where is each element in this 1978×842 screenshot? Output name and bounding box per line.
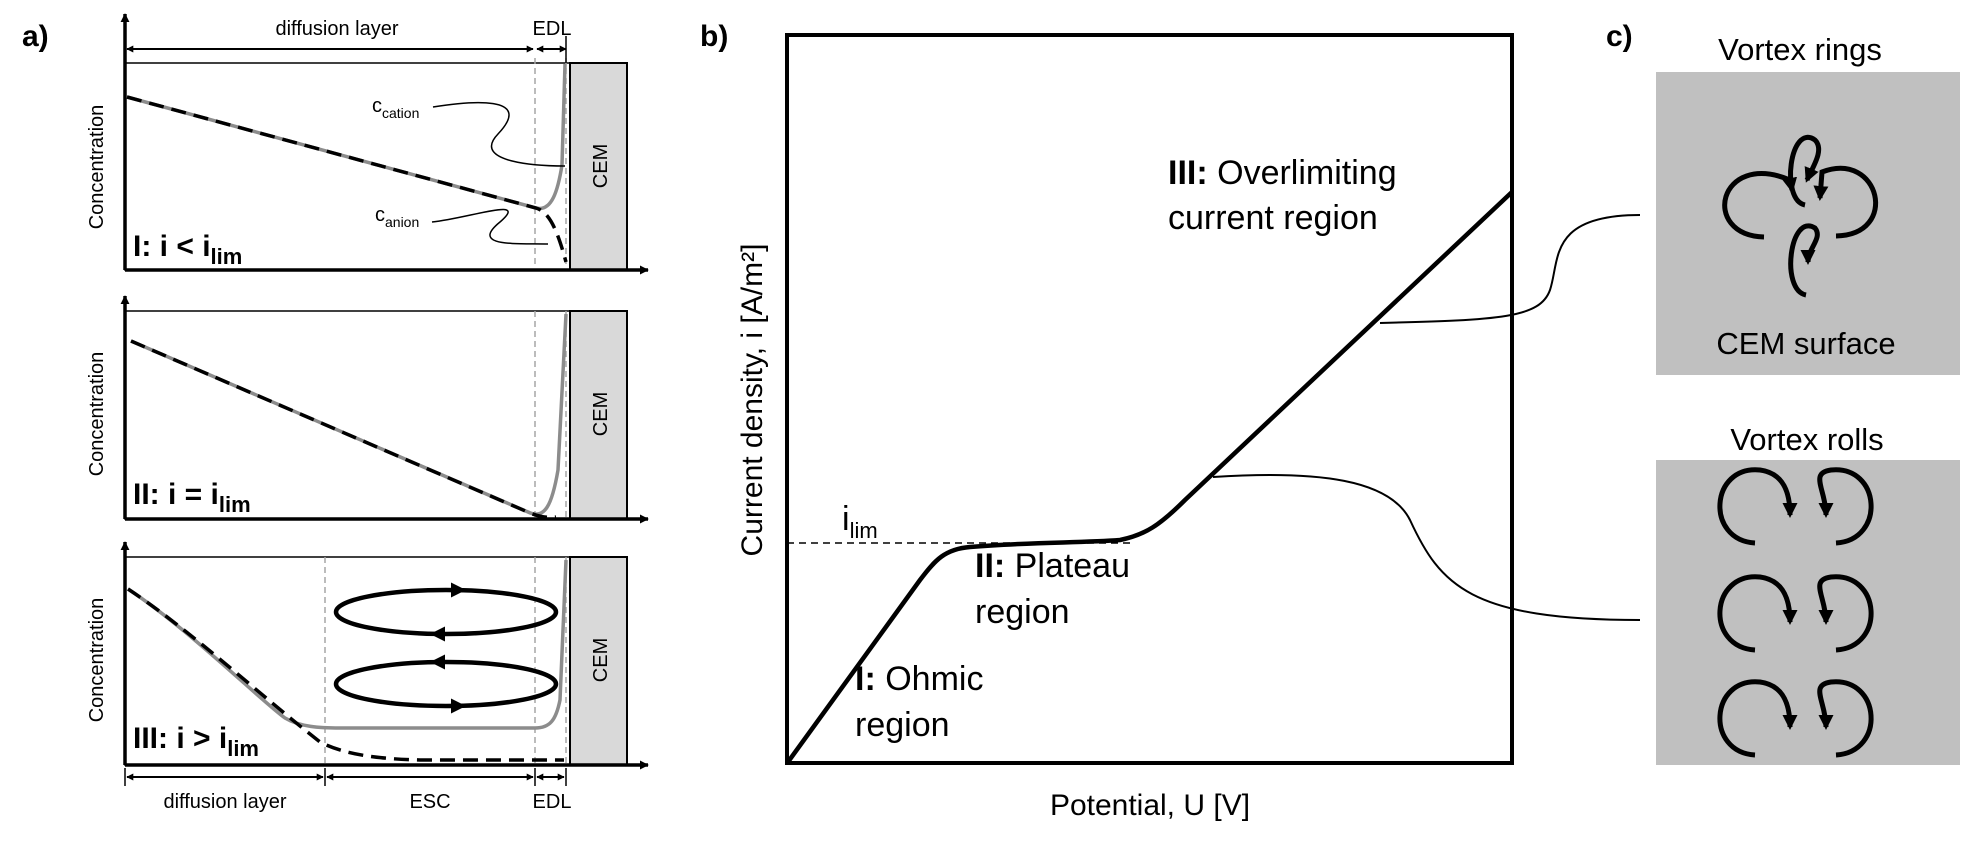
bottom-edl-label: EDL xyxy=(533,791,572,813)
top-diffusion-label: diffusion layer xyxy=(275,18,398,40)
top-edl-label: EDL xyxy=(533,18,572,40)
subpanel-case-3: CEM III: i > ilim Concentration diffusio… xyxy=(86,541,649,813)
region-1-label-line2: region xyxy=(855,706,950,744)
rings-title: Vortex rings xyxy=(1718,32,1882,67)
region-2-label: II: Plateau xyxy=(975,547,1130,585)
anion-curve xyxy=(126,95,568,263)
panel-b-letter: b) xyxy=(700,20,728,53)
panel-a-letter: a) xyxy=(22,20,49,53)
iv-curve xyxy=(786,190,1514,764)
panel-c: c) Vortex rings CEM surface Vortex rolls xyxy=(1606,20,1960,765)
cation-label: ccation xyxy=(372,95,419,121)
case-3-label: III: i > ilim xyxy=(133,722,259,761)
rolls-title: Vortex rolls xyxy=(1730,422,1883,457)
y-axis-label: Concentration xyxy=(86,352,108,477)
cem-label: CEM xyxy=(590,392,612,436)
anion-leader xyxy=(431,208,549,245)
region-3-label-line2: current region xyxy=(1168,199,1378,237)
anion-curve xyxy=(130,339,557,520)
cation-curve xyxy=(126,95,564,211)
cem-label: CEM xyxy=(590,144,612,188)
subpanel-case-1: CEM diffusion layer EDL ccation canion I… xyxy=(86,13,649,275)
region-3-label: III: Overlimiting xyxy=(1168,154,1397,192)
y-axis-label: Concentration xyxy=(86,105,108,230)
subpanel-case-2: CEM II: i = ilim Concentration xyxy=(86,295,649,524)
bottom-diffusion-label: diffusion layer xyxy=(163,791,286,813)
cation-curve xyxy=(130,313,568,516)
rolls-box xyxy=(1656,460,1960,765)
x-axis-label: Potential, U [V] xyxy=(1050,789,1250,822)
panel-c-letter: c) xyxy=(1606,20,1633,53)
cation-curve-edl xyxy=(560,63,567,166)
region-2-label-line2: region xyxy=(975,593,1070,631)
case-1-label: I: i < ilim xyxy=(133,230,242,269)
bottom-esc-label: ESC xyxy=(409,791,450,813)
ilim-label: ilim xyxy=(842,500,878,543)
vortex-loop-upper xyxy=(333,587,559,637)
cem-membrane xyxy=(569,556,628,766)
y-axis-label: Current density, i [A/m²] xyxy=(736,244,769,557)
vortex-rolls-icon xyxy=(1717,467,1874,758)
y-axis-label: Concentration xyxy=(86,598,108,723)
panel-b: b) ilim I: Ohmic region II: Plateau regi… xyxy=(700,20,1641,822)
region-1-label: I: Ohmic xyxy=(855,660,983,698)
case-2-label: II: i = ilim xyxy=(133,478,251,517)
connector-rolls xyxy=(1212,473,1641,621)
rings-caption: CEM surface xyxy=(1716,326,1895,361)
cem-membrane xyxy=(569,310,628,520)
cation-leader xyxy=(432,101,566,167)
anion-label: canion xyxy=(375,204,419,230)
vortex-rings-icon xyxy=(1722,134,1878,298)
anion-curve xyxy=(127,587,564,762)
vortex-loop-lower xyxy=(333,659,559,709)
connector-rings xyxy=(1379,214,1641,324)
cem-label: CEM xyxy=(590,638,612,682)
iv-plot-frame xyxy=(785,33,1514,765)
